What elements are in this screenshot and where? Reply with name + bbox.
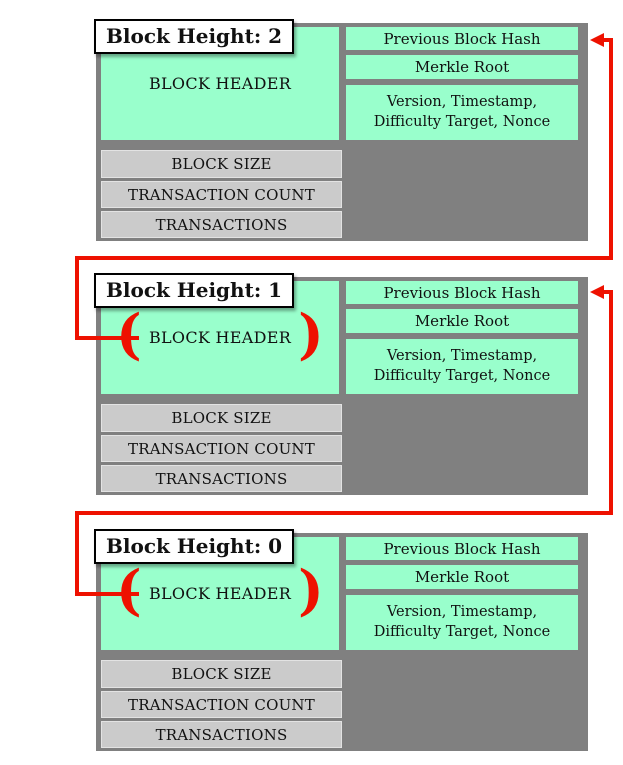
- row-transactions: TRANSACTIONS: [101, 211, 342, 238]
- field-previous-block-hash: Previous Block Hash: [346, 281, 578, 304]
- row-block-size: BLOCK SIZE: [101, 150, 342, 178]
- block-height-label: Block Height: 1: [94, 273, 294, 308]
- field-previous-block-hash: Previous Block Hash: [346, 27, 578, 50]
- block-container-height-2: Block Height: 2 BLOCK HEADER Previous Bl…: [94, 19, 588, 241]
- row-transactions: TRANSACTIONS: [101, 465, 342, 492]
- block-height-label: Block Height: 0: [94, 529, 294, 564]
- block-header-text: BLOCK HEADER: [148, 328, 292, 347]
- field-merkle-root: Merkle Root: [346, 309, 578, 333]
- block-header-text: BLOCK HEADER: [148, 584, 292, 603]
- row-transactions: TRANSACTIONS: [101, 721, 342, 748]
- field-version-line-1: Version, Timestamp,: [386, 604, 538, 621]
- field-version-timestamp-nonce: Version, Timestamp, Difficulty Target, N…: [346, 339, 578, 394]
- field-merkle-root: Merkle Root: [346, 565, 578, 589]
- row-block-size: BLOCK SIZE: [101, 404, 342, 432]
- field-merkle-root: Merkle Root: [346, 55, 578, 79]
- block-height-label: Block Height: 2: [94, 19, 294, 54]
- hash-brace-right-icon: ): [298, 557, 324, 622]
- row-transaction-count: TRANSACTION COUNT: [101, 181, 342, 208]
- hash-brace-left-icon: (: [116, 557, 142, 622]
- field-version-line-1: Version, Timestamp,: [386, 94, 538, 111]
- field-version-timestamp-nonce: Version, Timestamp, Difficulty Target, N…: [346, 85, 578, 140]
- field-version-line-2: Difficulty Target, Nonce: [373, 623, 551, 640]
- row-transaction-count: TRANSACTION COUNT: [101, 691, 342, 718]
- row-transaction-count: TRANSACTION COUNT: [101, 435, 342, 462]
- hash-brace-right-icon: ): [298, 301, 324, 366]
- field-previous-block-hash: Previous Block Hash: [346, 537, 578, 560]
- field-version-line-2: Difficulty Target, Nonce: [373, 367, 551, 384]
- row-block-size: BLOCK SIZE: [101, 660, 342, 688]
- field-version-line-2: Difficulty Target, Nonce: [373, 113, 551, 130]
- arrowhead-icon: [590, 33, 604, 47]
- arrowhead-icon: [590, 285, 604, 299]
- field-version-timestamp-nonce: Version, Timestamp, Difficulty Target, N…: [346, 595, 578, 650]
- block-container-height-0: Block Height: 0 ( BLOCK HEADER ) Previou…: [94, 529, 588, 751]
- field-version-line-1: Version, Timestamp,: [386, 348, 538, 365]
- block-header-text: BLOCK HEADER: [148, 74, 292, 93]
- hash-brace-left-icon: (: [116, 301, 142, 366]
- block-container-height-1: Block Height: 1 ( BLOCK HEADER ) Previou…: [94, 273, 588, 495]
